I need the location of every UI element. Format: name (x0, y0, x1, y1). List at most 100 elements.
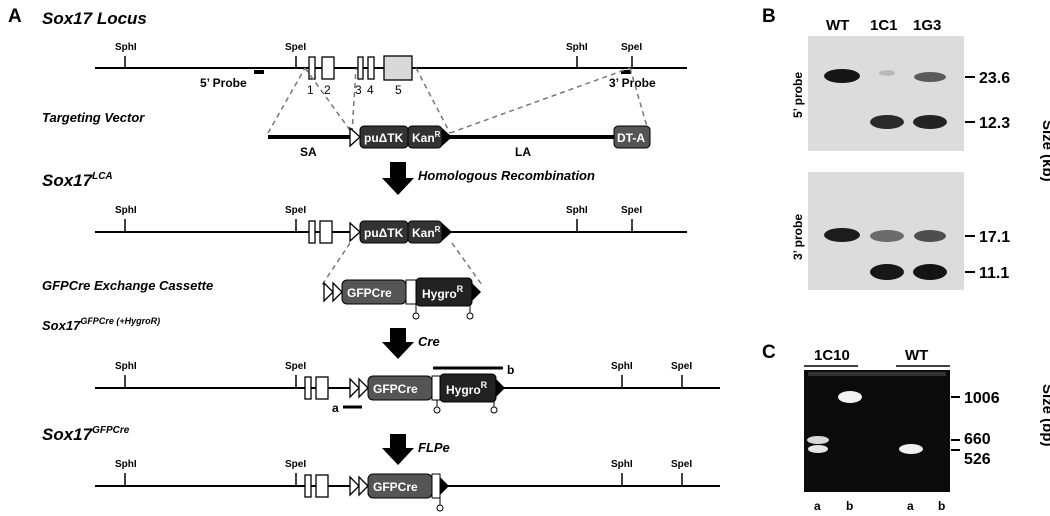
size-526: 526 (964, 451, 991, 468)
size-1006: 1006 (964, 390, 1000, 407)
site-spel: SpeI (621, 42, 642, 53)
blot-size-axis: Size (kb) (1039, 120, 1050, 182)
exon-3 (357, 56, 364, 80)
la-label: LA (515, 145, 531, 159)
hygro-sites: SphI SpeI SphI SpeI (115, 361, 692, 388)
lox-triangle (332, 281, 343, 303)
band-1c1-17-1 (870, 230, 904, 242)
exon-5 (383, 55, 413, 81)
frt-triangle (442, 128, 452, 146)
cassette-puatk-label: puΔTK (364, 226, 404, 240)
gel-size-axis: Size (bp) (1039, 384, 1050, 447)
blot-5-probe (808, 36, 964, 151)
blot-lane-1c1: 1C1 (870, 17, 898, 34)
exon-4 (367, 56, 375, 80)
panel-c-letter: C (762, 342, 776, 363)
exon-2 (319, 220, 333, 244)
frt-pins (412, 304, 474, 320)
vector-title: Targeting Vector (42, 110, 145, 125)
cassette-puatk-label: puΔTK (364, 131, 404, 145)
pcr-b-label: b (507, 363, 514, 377)
size-660: 660 (964, 431, 991, 448)
exon-label-4: 4 (367, 83, 374, 97)
hygro-title: Sox17GFPCre (+HygroR) (42, 316, 160, 333)
lca-title: Sox17LCA (42, 171, 113, 190)
band-wt-23-6 (824, 69, 860, 83)
step-cre: Cre (418, 334, 440, 349)
exon-label-1: 1 (307, 83, 314, 97)
gel-wells (808, 372, 946, 376)
lox-triangle (323, 281, 334, 303)
band-wt-17-1 (824, 228, 860, 242)
band-1c1-12-3 (870, 115, 904, 129)
exon-2 (321, 56, 335, 80)
cassette-hygro-label: HygroR (422, 284, 464, 301)
probe-3-label: 3’ Probe (609, 76, 656, 90)
gel-ticks (951, 396, 960, 451)
final-sites: SphI SpeI SphI SpeI (115, 459, 692, 486)
panel-b-letter: B (762, 6, 776, 27)
cassette-spacer (431, 375, 441, 401)
lox-triangle (358, 475, 369, 497)
band-1c1-11-1 (870, 264, 904, 280)
band-1g3-11-1 (913, 264, 947, 280)
site-sphl: SphI (115, 205, 137, 216)
frt-triangle (496, 379, 505, 397)
cassette-dta (613, 125, 651, 149)
cassette-gfpcre-label: GFPCre (373, 480, 418, 494)
exon-1 (304, 376, 312, 400)
final-title: Sox17GFPCre (42, 425, 130, 444)
site-sphl: SphI (115, 42, 137, 53)
cassette-spacer (431, 473, 441, 499)
lox-triangle (349, 221, 361, 243)
exon-2 (315, 376, 329, 400)
lox-triangle (349, 475, 360, 497)
cassette-dta-label: DT-A (617, 131, 645, 145)
lox-triangle (349, 126, 361, 148)
exon-label-2: 2 (324, 83, 331, 97)
site-sphl: SphI (566, 205, 588, 216)
band-1c1-faint (879, 70, 895, 76)
site-sphl: SphI (611, 459, 633, 470)
blot-lane-1g3: 1G3 (913, 17, 941, 34)
frt-triangle (442, 223, 452, 241)
site-spel: SpeI (621, 205, 642, 216)
step-homologous: Homologous Recombination (418, 168, 595, 183)
sa-label: SA (300, 145, 317, 159)
site-spel: SpeI (671, 361, 692, 372)
cassette-gfpcre-label: GFPCre (347, 286, 392, 300)
probe-5-bar (254, 70, 264, 74)
blot-lane-wt: WT (826, 17, 849, 34)
frt-triangle (472, 283, 481, 301)
gel-lane-a: a (814, 499, 821, 513)
site-spel: SpeI (671, 459, 692, 470)
frt-pins (433, 400, 498, 414)
site-sphl: SphI (566, 42, 588, 53)
size-12-3: 12.3 (979, 115, 1010, 132)
exon-2 (315, 474, 329, 498)
site-spel: SpeI (285, 361, 306, 372)
arrow-homologous (382, 162, 414, 195)
cassette-hygro-label: HygroR (446, 380, 488, 397)
frt-pins (436, 498, 444, 512)
size-11-1: 11.1 (979, 265, 1009, 282)
gel-band-wt-a-526 (899, 444, 923, 454)
lox-triangle (358, 377, 369, 399)
lca-sites: SphI SpeI SphI SpeI (115, 205, 642, 232)
gel-image (804, 370, 950, 492)
probe-3-bar (621, 70, 631, 74)
cassette-kan-label: KanR (412, 130, 441, 145)
exon-1 (308, 220, 316, 244)
cassette-gfpcre-label: GFPCre (373, 382, 418, 396)
cassette-spacer (405, 279, 417, 305)
exons: 1 2 3 4 5 (307, 55, 413, 97)
band-1g3-12-3 (913, 115, 947, 129)
exon-1 (308, 56, 316, 80)
cassette-kan-label: KanR (412, 225, 441, 240)
gel-group-1c10: 1C10 (814, 347, 850, 364)
frt-triangle (440, 477, 449, 495)
gel-lane-a: a (907, 499, 914, 513)
band-1g3-17-1 (914, 230, 946, 242)
site-sphl: SphI (611, 361, 633, 372)
